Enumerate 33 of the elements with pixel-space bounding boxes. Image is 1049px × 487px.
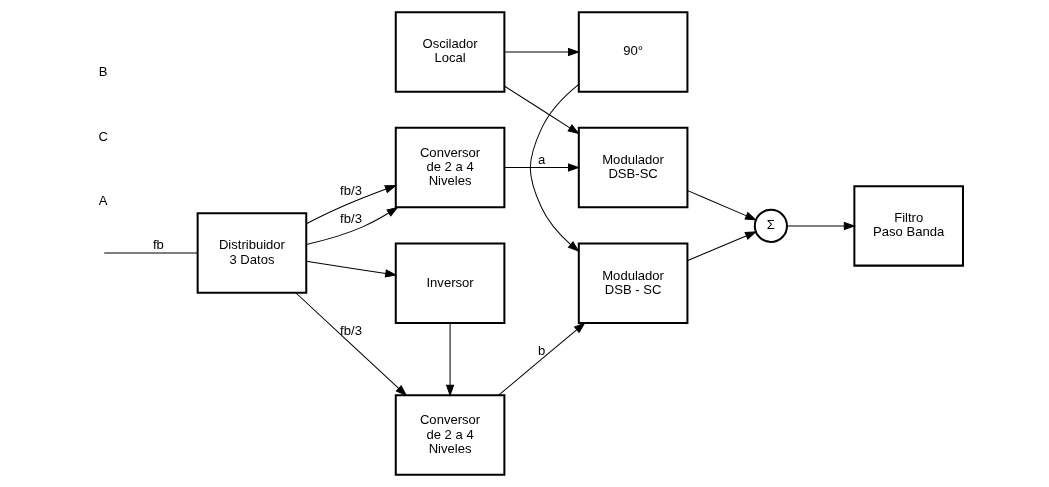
edge-label: b [537,343,545,359]
arrow [305,260,397,278]
node-box: Oscilador Local [394,11,505,93]
arrow [686,231,757,262]
arrow [445,322,454,397]
arrow [497,322,586,396]
arrow [786,221,856,231]
connector [103,252,198,254]
arrow [295,292,407,397]
arrow [503,163,580,172]
node-box: Conversor de 2 a 4 Niveles [394,394,505,476]
edge-label: fb/3 [339,183,362,199]
node-box: Modulador DSB-SC [577,126,688,209]
edge-label: fb [152,237,164,253]
arrow [503,85,580,135]
arrow [529,84,580,253]
label: B [98,64,107,80]
node-box: Modulador DSB - SC [577,242,688,324]
arrow [686,190,757,221]
label: C [97,128,108,144]
node-box: Inversor [394,242,505,324]
arrow [305,185,397,225]
node-circle: Σ [753,208,788,243]
node-box: Conversor de 2 a 4 Niveles [394,126,505,209]
node-box: 90° [577,11,688,93]
node-box: Filtro Paso Banda [852,185,964,267]
edge-label: fb/3 [339,322,362,338]
label: A [98,193,107,209]
arrow [503,47,580,57]
arrow [305,206,399,245]
edge-label: a [537,151,545,167]
edge-label: fb/3 [339,211,362,227]
node-box: Distribuidor 3 Datos [196,212,307,294]
